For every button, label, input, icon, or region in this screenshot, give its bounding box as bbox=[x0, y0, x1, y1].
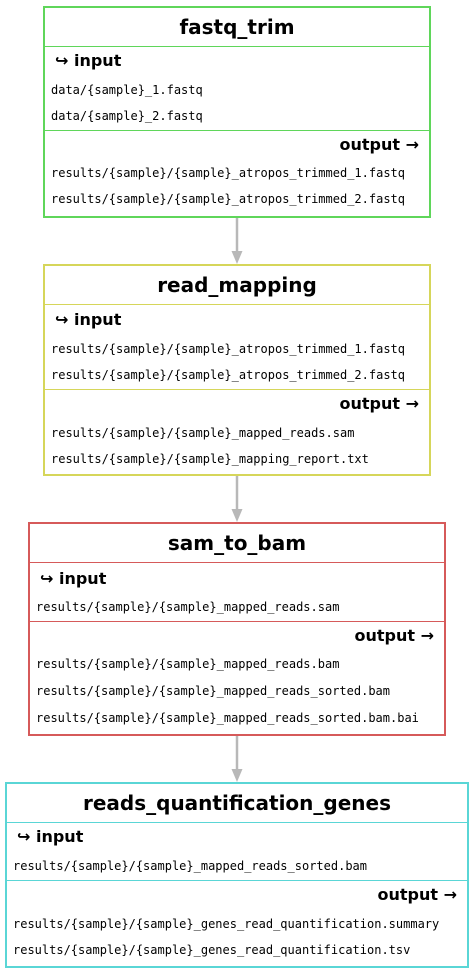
io-separator bbox=[45, 389, 429, 390]
input-file: results/{sample}/{sample}_mapped_reads_s… bbox=[13, 859, 368, 873]
title-separator bbox=[30, 562, 444, 563]
rule-node-read-mapping[interactable]: read_mapping ↪ input results/{sample}/{s… bbox=[43, 264, 431, 476]
title-separator bbox=[45, 46, 429, 47]
input-heading: ↪ input bbox=[17, 827, 84, 846]
io-separator bbox=[7, 880, 467, 881]
rule-title: sam_to_bam bbox=[167, 531, 307, 555]
input-file: data/{sample}_1.fastq bbox=[51, 83, 203, 97]
dependency-arrow-head bbox=[231, 769, 243, 782]
output-file: results/{sample}/{sample}_mapped_reads.b… bbox=[36, 657, 340, 671]
dependency-arrow-head bbox=[231, 509, 243, 522]
input-file: data/{sample}_2.fastq bbox=[51, 109, 203, 123]
rule-node-reads-quantification-genes[interactable]: reads_quantification_genes ↪ input resul… bbox=[5, 782, 469, 968]
output-heading: output → bbox=[377, 885, 458, 904]
input-file: results/{sample}/{sample}_atropos_trimme… bbox=[51, 368, 406, 382]
output-file: results/{sample}/{sample}_genes_read_qua… bbox=[13, 917, 440, 931]
output-heading: output → bbox=[354, 626, 435, 645]
dependency-arrow-head bbox=[231, 251, 243, 264]
output-file: results/{sample}/{sample}_atropos_trimme… bbox=[51, 166, 406, 180]
input-file: results/{sample}/{sample}_mapped_reads.s… bbox=[36, 600, 340, 614]
input-heading: ↪ input bbox=[55, 51, 122, 70]
output-file: results/{sample}/{sample}_mapped_reads.s… bbox=[51, 426, 355, 440]
title-separator bbox=[7, 822, 467, 823]
rule-node-fastq-trim[interactable]: fastq_trim ↪ input data/{sample}_1.fastq… bbox=[43, 6, 431, 218]
io-separator bbox=[30, 621, 444, 622]
input-heading: ↪ input bbox=[40, 569, 107, 588]
io-separator bbox=[45, 130, 429, 131]
output-file: results/{sample}/{sample}_genes_read_qua… bbox=[13, 943, 411, 957]
input-file: results/{sample}/{sample}_atropos_trimme… bbox=[51, 342, 406, 356]
output-heading: output → bbox=[339, 135, 420, 154]
output-file: results/{sample}/{sample}_atropos_trimme… bbox=[51, 192, 406, 206]
input-heading: ↪ input bbox=[55, 310, 122, 329]
output-file: results/{sample}/{sample}_mapping_report… bbox=[51, 452, 369, 466]
title-separator bbox=[45, 304, 429, 305]
rule-node-sam-to-bam[interactable]: sam_to_bam ↪ input results/{sample}/{sam… bbox=[28, 522, 446, 736]
rule-title: fastq_trim bbox=[179, 15, 295, 39]
rule-title: read_mapping bbox=[157, 273, 317, 297]
output-heading: output → bbox=[339, 394, 420, 413]
rule-title: reads_quantification_genes bbox=[82, 791, 391, 815]
output-file: results/{sample}/{sample}_mapped_reads_s… bbox=[36, 711, 419, 725]
output-file: results/{sample}/{sample}_mapped_reads_s… bbox=[36, 684, 391, 698]
